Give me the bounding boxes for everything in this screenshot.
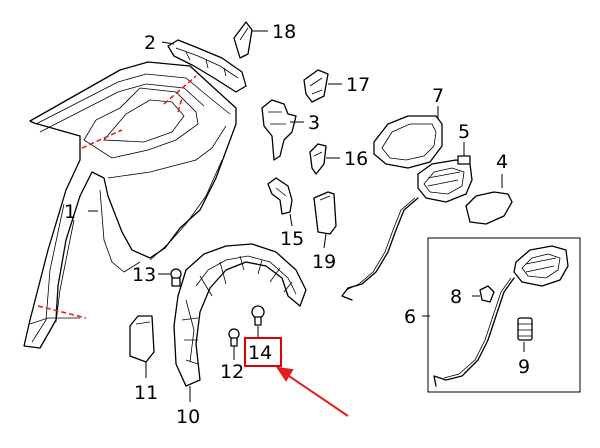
bracket-17-part xyxy=(303,69,329,103)
callout-13: 13 xyxy=(132,264,156,286)
upper-reinforcement-part xyxy=(167,39,247,93)
clip-8-part xyxy=(479,285,495,303)
wheel-liner-part xyxy=(173,243,307,387)
release-cable-part xyxy=(341,197,419,301)
callout-2: 2 xyxy=(144,32,156,54)
leader-lines xyxy=(88,30,525,402)
callout-9: 9 xyxy=(518,356,530,378)
pad-19-part xyxy=(313,191,337,235)
callout-15: 15 xyxy=(280,228,304,250)
callout-7: 7 xyxy=(432,85,444,107)
callout-4: 4 xyxy=(496,151,508,173)
fastener-14-part xyxy=(251,305,265,326)
fastener-12-part xyxy=(228,328,240,347)
pointer-arrow xyxy=(275,366,349,417)
bracket-15-part xyxy=(267,177,293,215)
callout-11: 11 xyxy=(134,382,158,404)
detail-box xyxy=(427,237,581,393)
highlight-box-14 xyxy=(244,337,282,367)
fuel-door-housing-part xyxy=(417,155,473,203)
cut-line-2 xyxy=(163,75,197,105)
callout-19: 19 xyxy=(312,251,336,273)
callout-5: 5 xyxy=(458,121,470,143)
fuel-door-part xyxy=(465,191,513,225)
fuel-door-frame-part xyxy=(373,115,443,169)
splash-guard-11-part xyxy=(129,315,155,363)
callout-16: 16 xyxy=(344,148,368,170)
bracket-18-part xyxy=(233,21,253,59)
callout-10: 10 xyxy=(176,406,200,428)
grommet-9-part xyxy=(517,317,533,341)
callout-labels: 1 2 3 4 5 6 7 8 9 10 11 12 13 14 15 16 1… xyxy=(64,21,530,428)
callout-12: 12 xyxy=(220,361,244,383)
cut-line-1 xyxy=(81,129,123,149)
cut-line-4 xyxy=(177,97,183,113)
callout-17: 17 xyxy=(346,74,370,96)
callout-1: 1 xyxy=(64,201,76,223)
callout-8: 8 xyxy=(450,286,462,308)
callout-6: 6 xyxy=(404,306,416,328)
callout-3: 3 xyxy=(308,112,320,134)
detail-housing-part xyxy=(513,245,569,287)
callout-14: 14 xyxy=(248,342,272,364)
push-pin-13-part xyxy=(170,268,182,287)
bracket-3-part xyxy=(261,99,297,161)
quarter-panel-part xyxy=(23,61,237,349)
detail-cable-part xyxy=(433,277,515,387)
callout-18: 18 xyxy=(272,21,296,43)
cut-line-3 xyxy=(37,305,87,319)
bracket-16-part xyxy=(309,143,327,175)
